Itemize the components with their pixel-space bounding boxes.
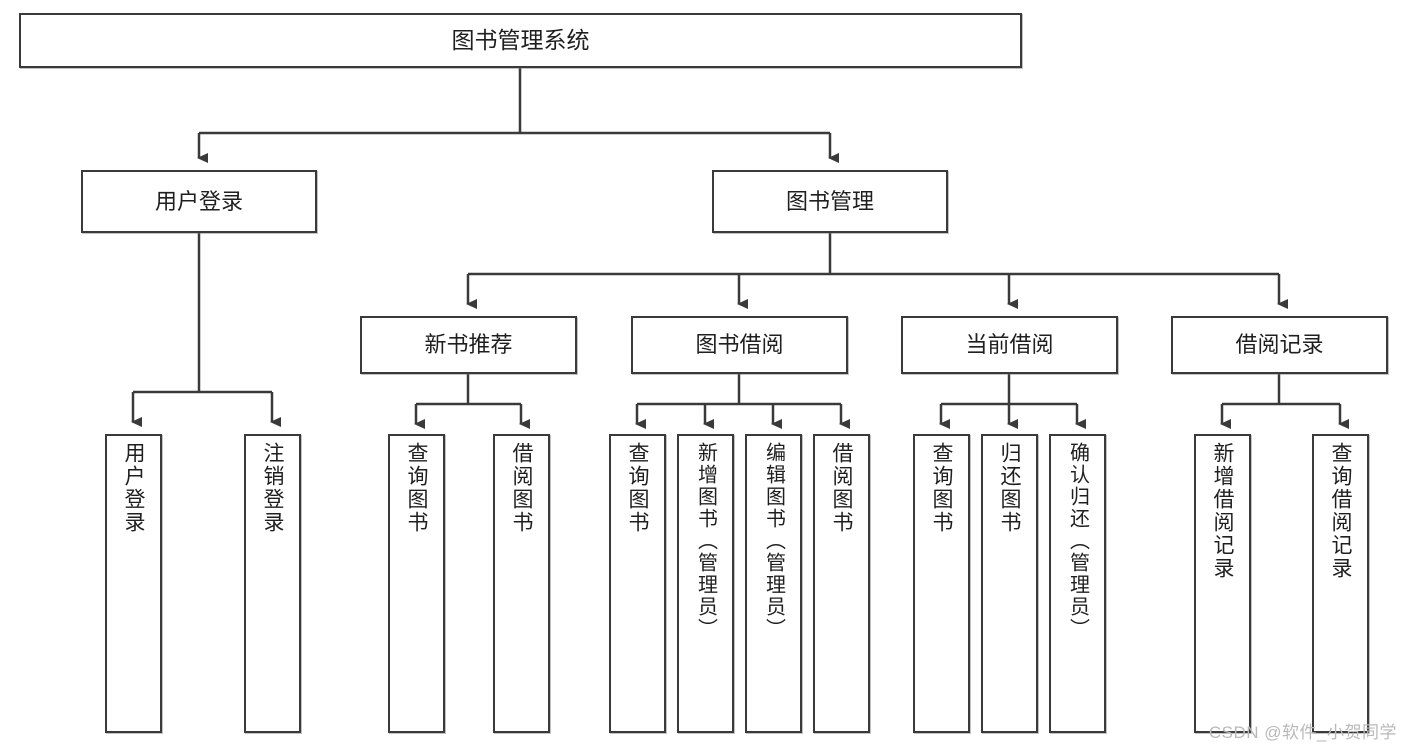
node-root-system[interactable]: 图书管理系统 [19,13,1022,68]
watermark-text: CSDN @软件_小贺同学 [1208,723,1397,742]
node-label: 借阅图书 [830,442,854,534]
node-borrow-record[interactable]: 借阅记录 [1171,316,1388,374]
leaf-borrow-edit-book-admin[interactable]: 编辑图书（管理员） [745,434,802,733]
leaf-record-query-record[interactable]: 查询借阅记录 [1312,434,1369,733]
node-new-book-recommend[interactable]: 新书推荐 [360,316,577,374]
leaf-borrow-borrow-book[interactable]: 借阅图书 [813,434,870,733]
node-label: 新增借阅记录 [1211,442,1235,580]
node-user-login[interactable]: 用户登录 [81,170,317,233]
node-label: 借阅图书 [510,442,534,534]
node-label: 用户登录 [154,188,243,214]
leaf-borrow-add-book-admin[interactable]: 新增图书（管理员） [677,434,734,733]
leaf-current-confirm-return-admin[interactable]: 确认归还（管理员） [1049,434,1106,733]
node-label: 查询借阅记录 [1329,442,1353,580]
node-label: 图书借阅 [695,332,784,358]
leaf-user-login-logout[interactable]: 注销登录 [244,434,301,733]
node-label: 归还图书 [998,442,1022,534]
leaf-recommend-query-book[interactable]: 查询图书 [388,434,445,733]
leaf-recommend-borrow-book[interactable]: 借阅图书 [493,434,550,733]
node-label: 图书管理系统 [451,26,590,53]
leaf-borrow-query-book[interactable]: 查询图书 [609,434,666,733]
node-label: 新增图书（管理员） [694,442,717,640]
node-label: 编辑图书（管理员） [762,442,785,640]
node-label: 查询图书 [405,442,429,534]
node-label: 查询图书 [930,442,954,534]
node-label: 注销登录 [261,442,285,534]
node-book-management[interactable]: 图书管理 [712,170,948,233]
node-label: 当前借阅 [965,332,1054,358]
node-label: 图书管理 [785,188,874,214]
node-current-borrow[interactable]: 当前借阅 [901,316,1118,374]
leaf-current-return-book[interactable]: 归还图书 [981,434,1038,733]
leaf-current-query-book[interactable]: 查询图书 [913,434,970,733]
node-book-borrow[interactable]: 图书借阅 [631,316,848,374]
leaf-record-add-record[interactable]: 新增借阅记录 [1194,434,1251,733]
node-label: 查询图书 [626,442,650,534]
leaf-user-login-login[interactable]: 用户登录 [105,434,162,733]
node-label: 确认归还（管理员） [1066,442,1089,640]
node-label: 借阅记录 [1235,332,1324,358]
node-label: 新书推荐 [424,332,513,358]
node-label: 用户登录 [122,442,146,534]
